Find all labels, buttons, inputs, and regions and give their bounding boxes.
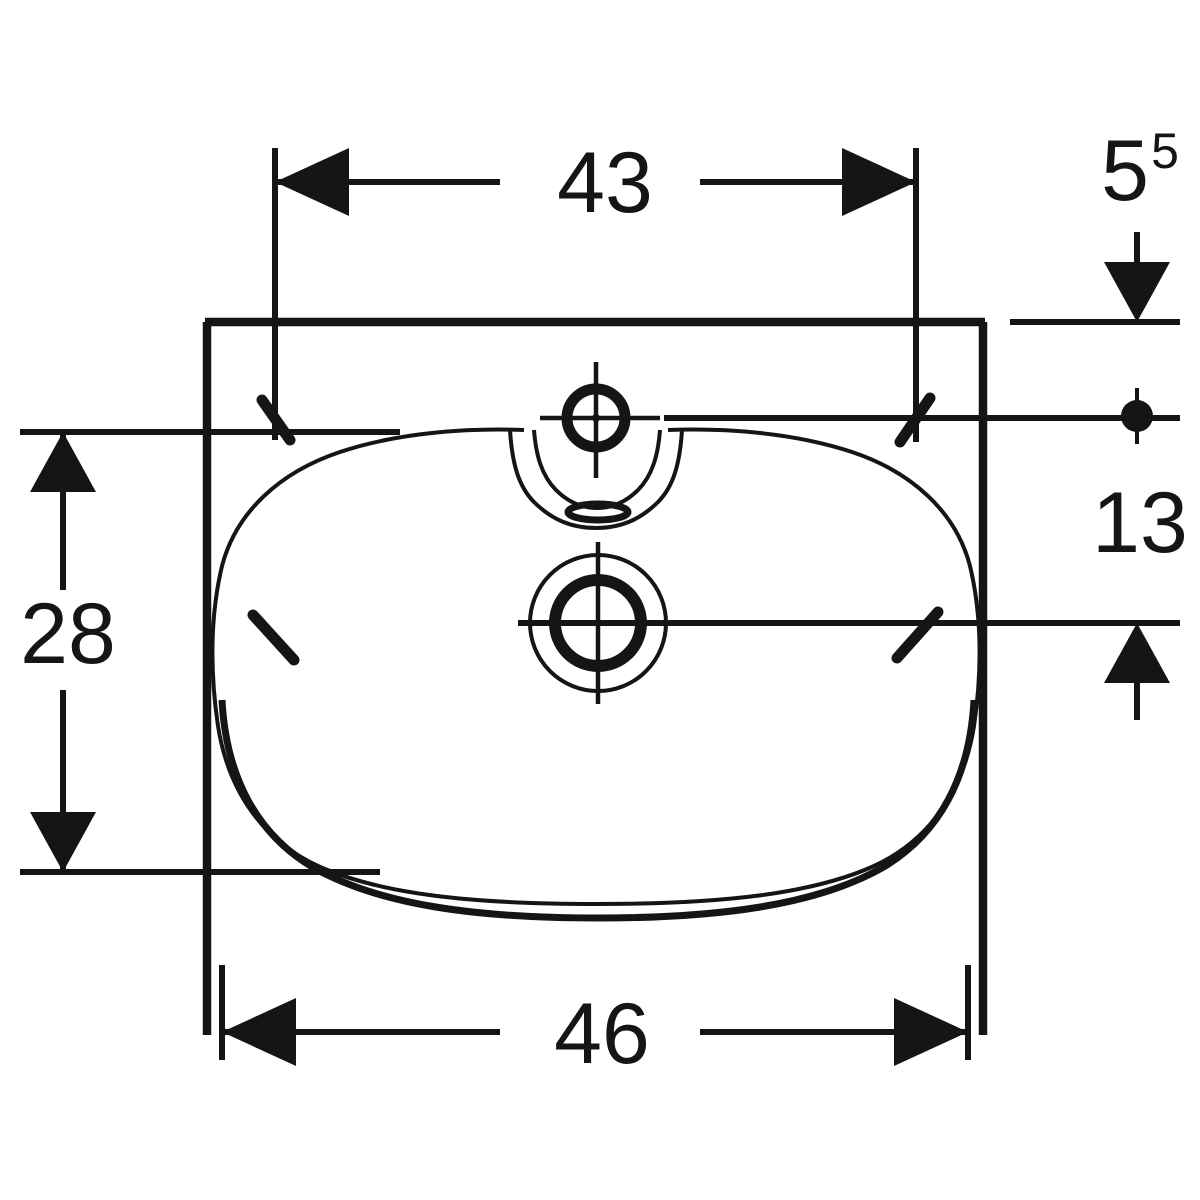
dimension-55-group: 5 5	[1010, 123, 1180, 325]
dimension-28-group: 28	[20, 432, 116, 872]
reference-dot-group	[1121, 388, 1153, 444]
dimension-label-13: 13	[1092, 475, 1188, 571]
recess-inner-curve	[532, 429, 662, 511]
dimension-label-55: 5	[1101, 123, 1149, 219]
dimension-13-group: 13	[1092, 475, 1188, 720]
tap-hole-center-dot	[592, 414, 600, 422]
basin-footprint-rectangle	[202, 317, 988, 1035]
mounting-slot-bottom-left	[247, 609, 300, 666]
mounting-slot-bottom-right	[891, 606, 944, 664]
basin-inner-rim-outline	[218, 699, 978, 922]
arrowhead-43-right	[842, 148, 916, 216]
dimension-label-28: 28	[20, 586, 116, 682]
arrowhead-46-left	[222, 998, 296, 1066]
bowl-outer-contour	[210, 427, 982, 907]
arrowhead-43-left	[275, 148, 349, 216]
recess-outer-curve	[508, 429, 684, 531]
dimension-label-46: 46	[554, 986, 650, 1082]
tap-hole-group	[540, 362, 660, 478]
arrowhead-13-up	[1104, 623, 1170, 683]
arrowhead-28-down	[30, 812, 96, 872]
dimension-46-group: 46	[219, 965, 971, 1082]
dimension-43-group: 43	[272, 135, 919, 442]
arrowhead-28-up	[30, 432, 96, 492]
arrowhead-46-right	[894, 998, 968, 1066]
tap-ledge-recess	[508, 429, 684, 531]
mounting-slots-group	[247, 392, 944, 666]
drain-hole-group	[518, 542, 678, 704]
overflow-slot	[564, 500, 632, 524]
dimension-label-43: 43	[557, 135, 653, 231]
basin-outer-rim-outline	[210, 427, 982, 907]
dimension-label-55-superscript: 5	[1151, 123, 1179, 179]
bowl-inner-contour	[218, 699, 978, 922]
arrowhead-55-down	[1104, 262, 1170, 322]
horizontal-reference-lines	[20, 415, 1180, 875]
